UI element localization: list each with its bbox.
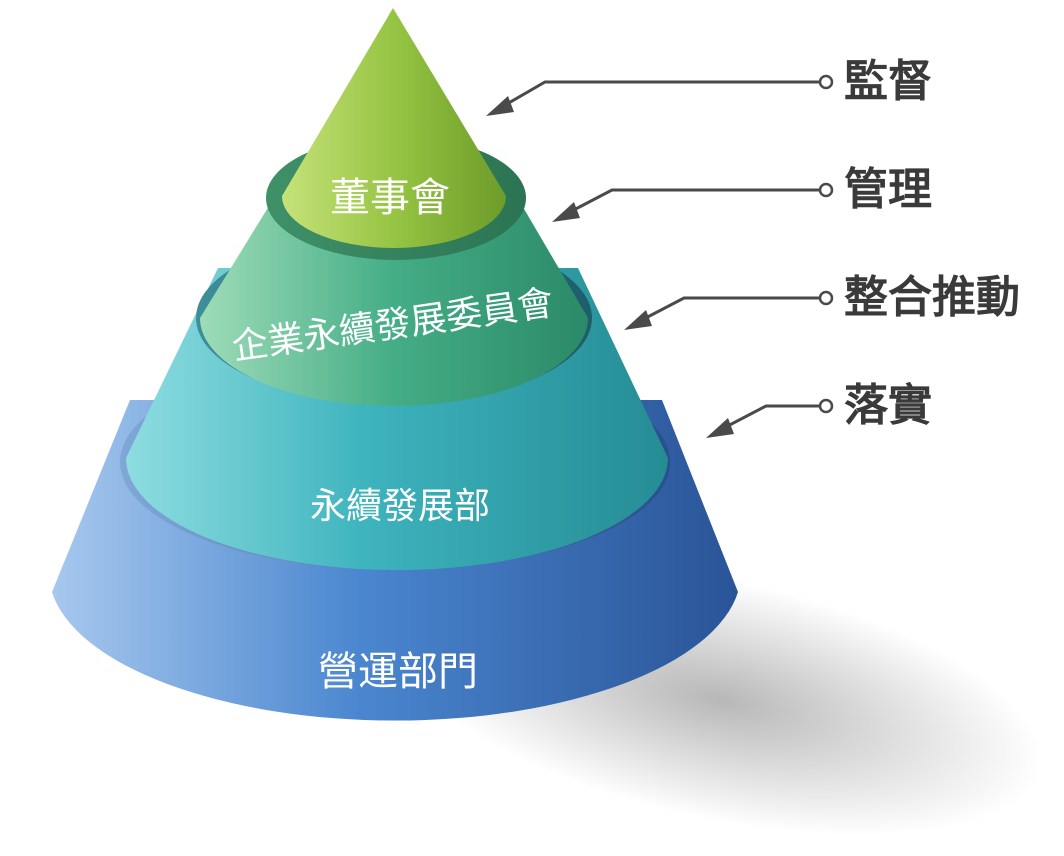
tier-label-operations: 營運部門 [318,649,478,695]
tier-board [282,8,506,248]
callout-supervise [486,74,834,116]
role-label-manage: 管理 [844,164,932,215]
callout-implement [706,398,834,438]
tier-label-sustainability-dept: 永續發展部 [310,486,490,527]
tier-label-board: 董事會 [330,175,450,221]
role-label-integrate: 整合推動 [844,272,1020,323]
role-label-supervise: 監督 [844,56,932,107]
callout-manage [552,182,834,222]
role-label-implement: 落實 [844,380,932,431]
callout-integrate [624,290,834,330]
